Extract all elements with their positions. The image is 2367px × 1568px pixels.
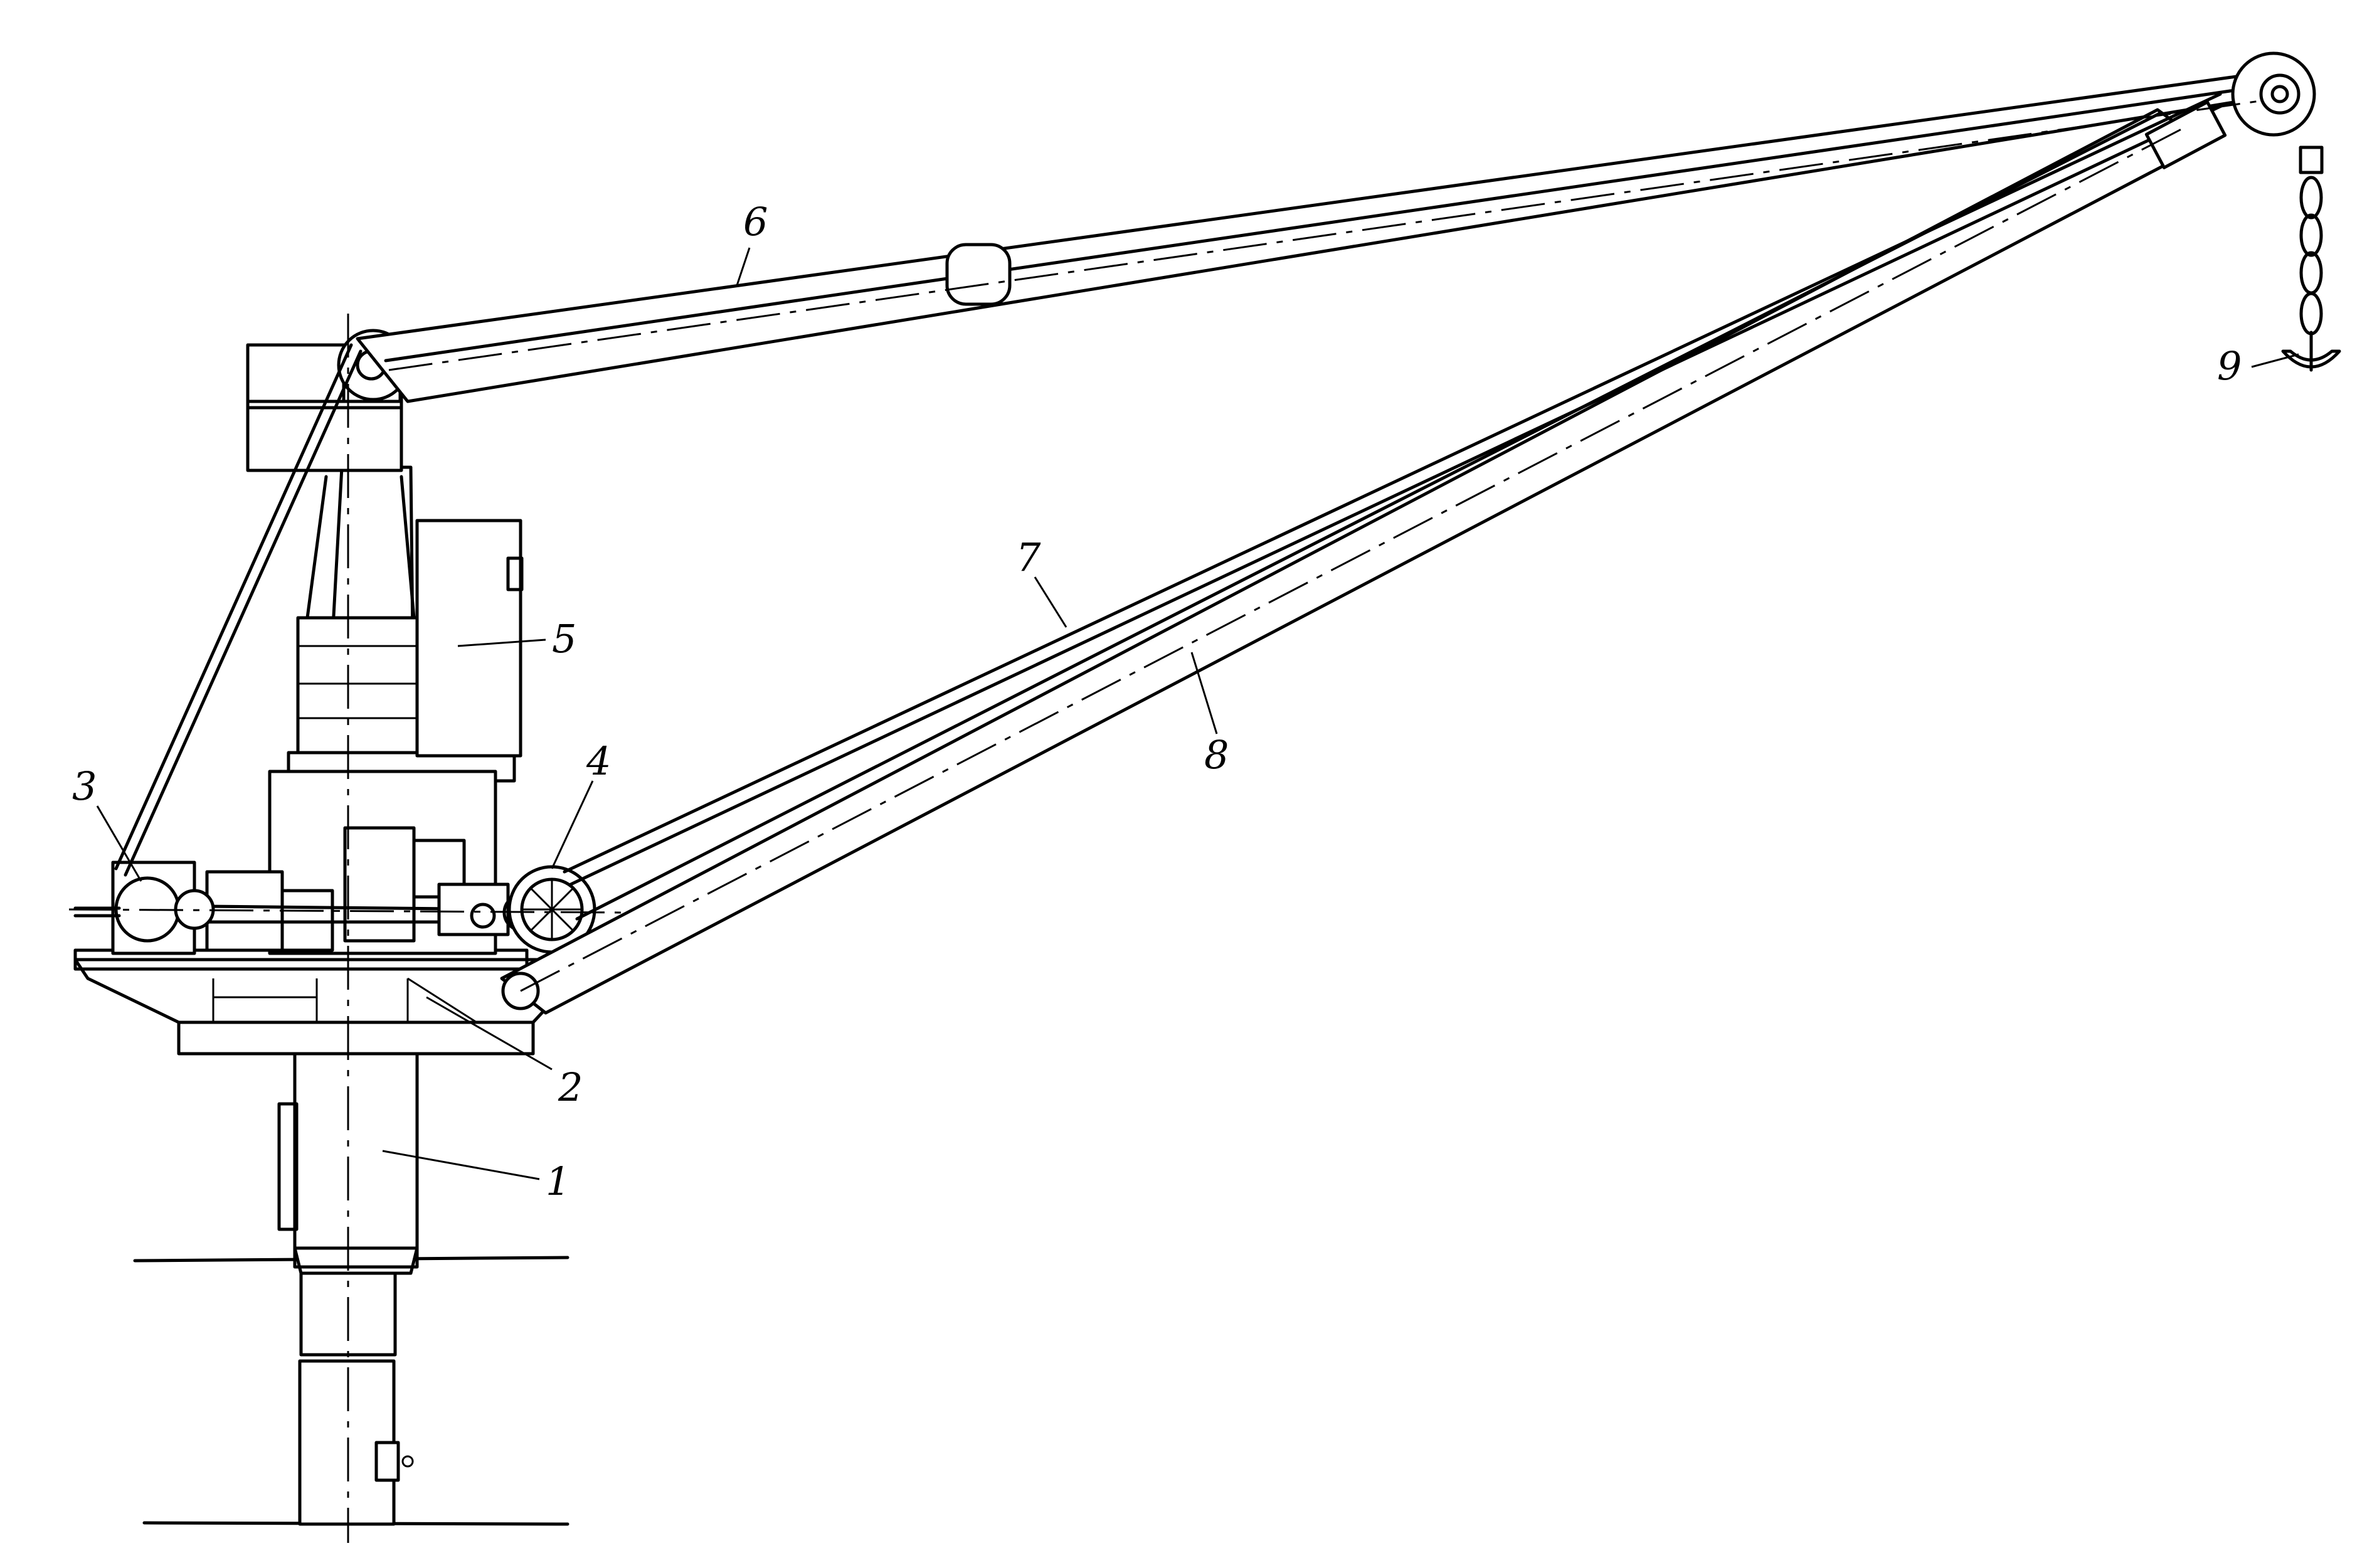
motor-housing — [415, 519, 524, 758]
leader-9 — [2251, 353, 2299, 368]
callout-9: 9 — [2217, 343, 2242, 389]
winch-centerline — [68, 908, 628, 914]
winch-machinery — [205, 770, 541, 955]
slewing-platform — [73, 948, 585, 1056]
leader-6 — [736, 247, 751, 286]
winch-drum — [73, 343, 363, 955]
callout-5: 5 — [552, 616, 576, 662]
leader-7 — [1034, 576, 1067, 628]
callout-6: 6 — [743, 199, 768, 245]
callout-2: 2 — [558, 1064, 583, 1110]
callout-1: 1 — [546, 1158, 570, 1204]
leader-5 — [457, 638, 546, 647]
callout-4: 4 — [586, 738, 611, 784]
hook — [2281, 146, 2341, 372]
tip-pulley — [2231, 51, 2316, 137]
jib-centerline — [388, 99, 2265, 371]
callout-8: 8 — [1204, 732, 1229, 778]
boom — [500, 92, 2228, 1015]
leader-8 — [1190, 652, 1218, 734]
leader-4 — [551, 780, 594, 869]
leader-2 — [426, 996, 553, 1071]
leader-1 — [382, 1150, 540, 1180]
leader-3 — [96, 805, 142, 882]
callout-7: 7 — [1016, 534, 1041, 580]
boom-centerline — [520, 127, 2183, 992]
callout-3: 3 — [72, 763, 97, 809]
